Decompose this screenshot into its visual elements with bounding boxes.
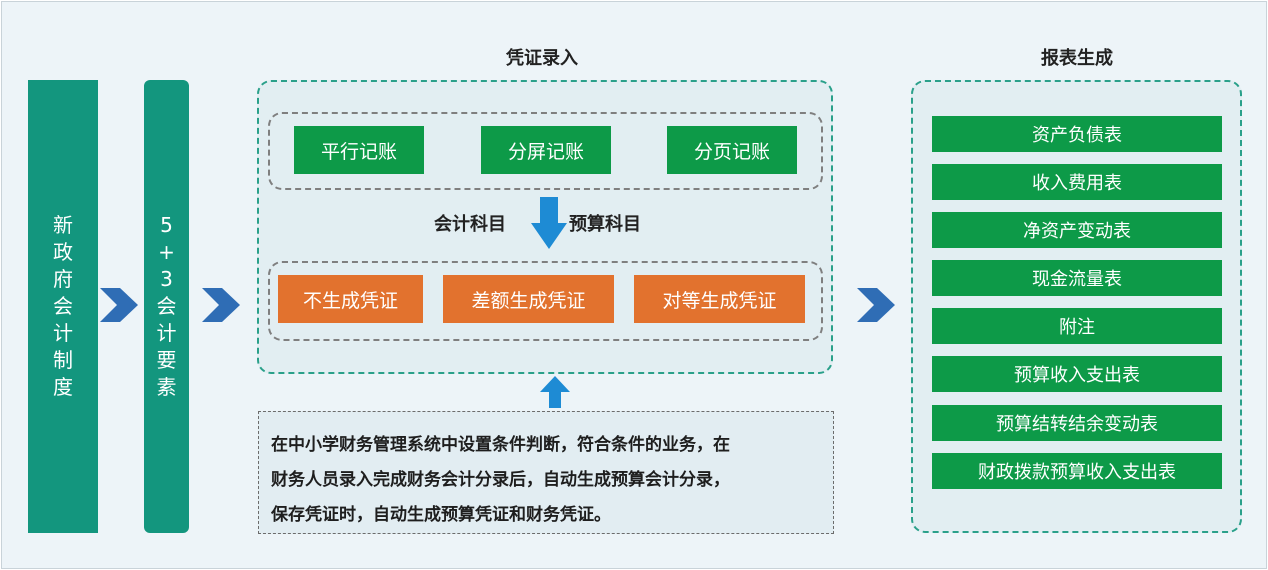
elements-bar-char: 要 xyxy=(156,348,177,372)
right-arrow-icon xyxy=(857,288,895,322)
report-notes: 附注 xyxy=(932,308,1222,344)
policy-bar-char: 计 xyxy=(53,321,73,345)
mode-parallel-entry: 平行记账 xyxy=(294,126,424,174)
report-fiscal-appropriation: 财政拨款预算收入支出表 xyxy=(932,453,1222,489)
mode-paged-entry: 分页记账 xyxy=(667,126,797,174)
elements-bar: 5 + 3 会 计 要 素 xyxy=(144,80,189,533)
output-no-voucher: 不生成凭证 xyxy=(278,275,423,323)
output-difference-voucher: 差额生成凭证 xyxy=(443,275,614,323)
policy-bar-char: 会 xyxy=(53,294,73,318)
report-budget-carryover-change: 预算结转结余变动表 xyxy=(932,405,1222,441)
mode-split-screen-entry: 分屏记账 xyxy=(481,126,611,174)
elements-bar-char: 会 xyxy=(156,294,177,318)
policy-bar-char: 政 xyxy=(53,240,73,264)
report-gen-title: 报表生成 xyxy=(1041,48,1113,69)
policy-bar-char: 度 xyxy=(53,375,73,399)
report-budget-income-expense: 预算收入支出表 xyxy=(932,356,1222,392)
policy-bar-char: 府 xyxy=(53,267,73,291)
note-line: 在中小学财务管理系统中设置条件判断，符合条件的业务，在 xyxy=(271,435,730,455)
report-net-assets-change: 净资产变动表 xyxy=(932,212,1222,248)
elements-bar-char: + xyxy=(158,240,175,264)
elements-bar-char: 素 xyxy=(156,375,177,399)
report-balance-sheet: 资产负债表 xyxy=(932,116,1222,152)
policy-bar-char: 制 xyxy=(53,348,73,372)
report-income-expense: 收入费用表 xyxy=(932,164,1222,200)
accounting-subject-label: 会计科目 xyxy=(434,214,506,235)
policy-bar: 新 政 府 会 计 制 度 xyxy=(28,80,98,533)
entry-modes-group xyxy=(268,112,823,190)
elements-bar-char: 3 xyxy=(160,267,173,291)
right-arrow-icon xyxy=(100,288,138,322)
policy-bar-char: 新 xyxy=(53,213,73,237)
note-line: 财务人员录入完成财务会计分录后，自动生成预算会计分录， xyxy=(271,470,730,490)
voucher-outputs-group xyxy=(268,261,823,341)
budget-subject-label: 预算科目 xyxy=(569,214,641,235)
voucher-entry-title: 凭证录入 xyxy=(506,48,578,69)
elements-bar-char: 计 xyxy=(156,321,177,345)
output-equal-voucher: 对等生成凭证 xyxy=(634,275,805,323)
elements-bar-char: 5 xyxy=(160,213,173,237)
right-arrow-icon xyxy=(202,288,240,322)
rule-note: 在中小学财务管理系统中设置条件判断，符合条件的业务，在 财务人员录入完成财务会计… xyxy=(258,411,834,534)
note-line: 保存凭证时，自动生成预算凭证和财务凭证。 xyxy=(271,505,611,525)
down-arrow-icon xyxy=(531,197,567,249)
up-arrow-icon xyxy=(540,376,570,408)
report-cash-flow: 现金流量表 xyxy=(932,260,1222,296)
